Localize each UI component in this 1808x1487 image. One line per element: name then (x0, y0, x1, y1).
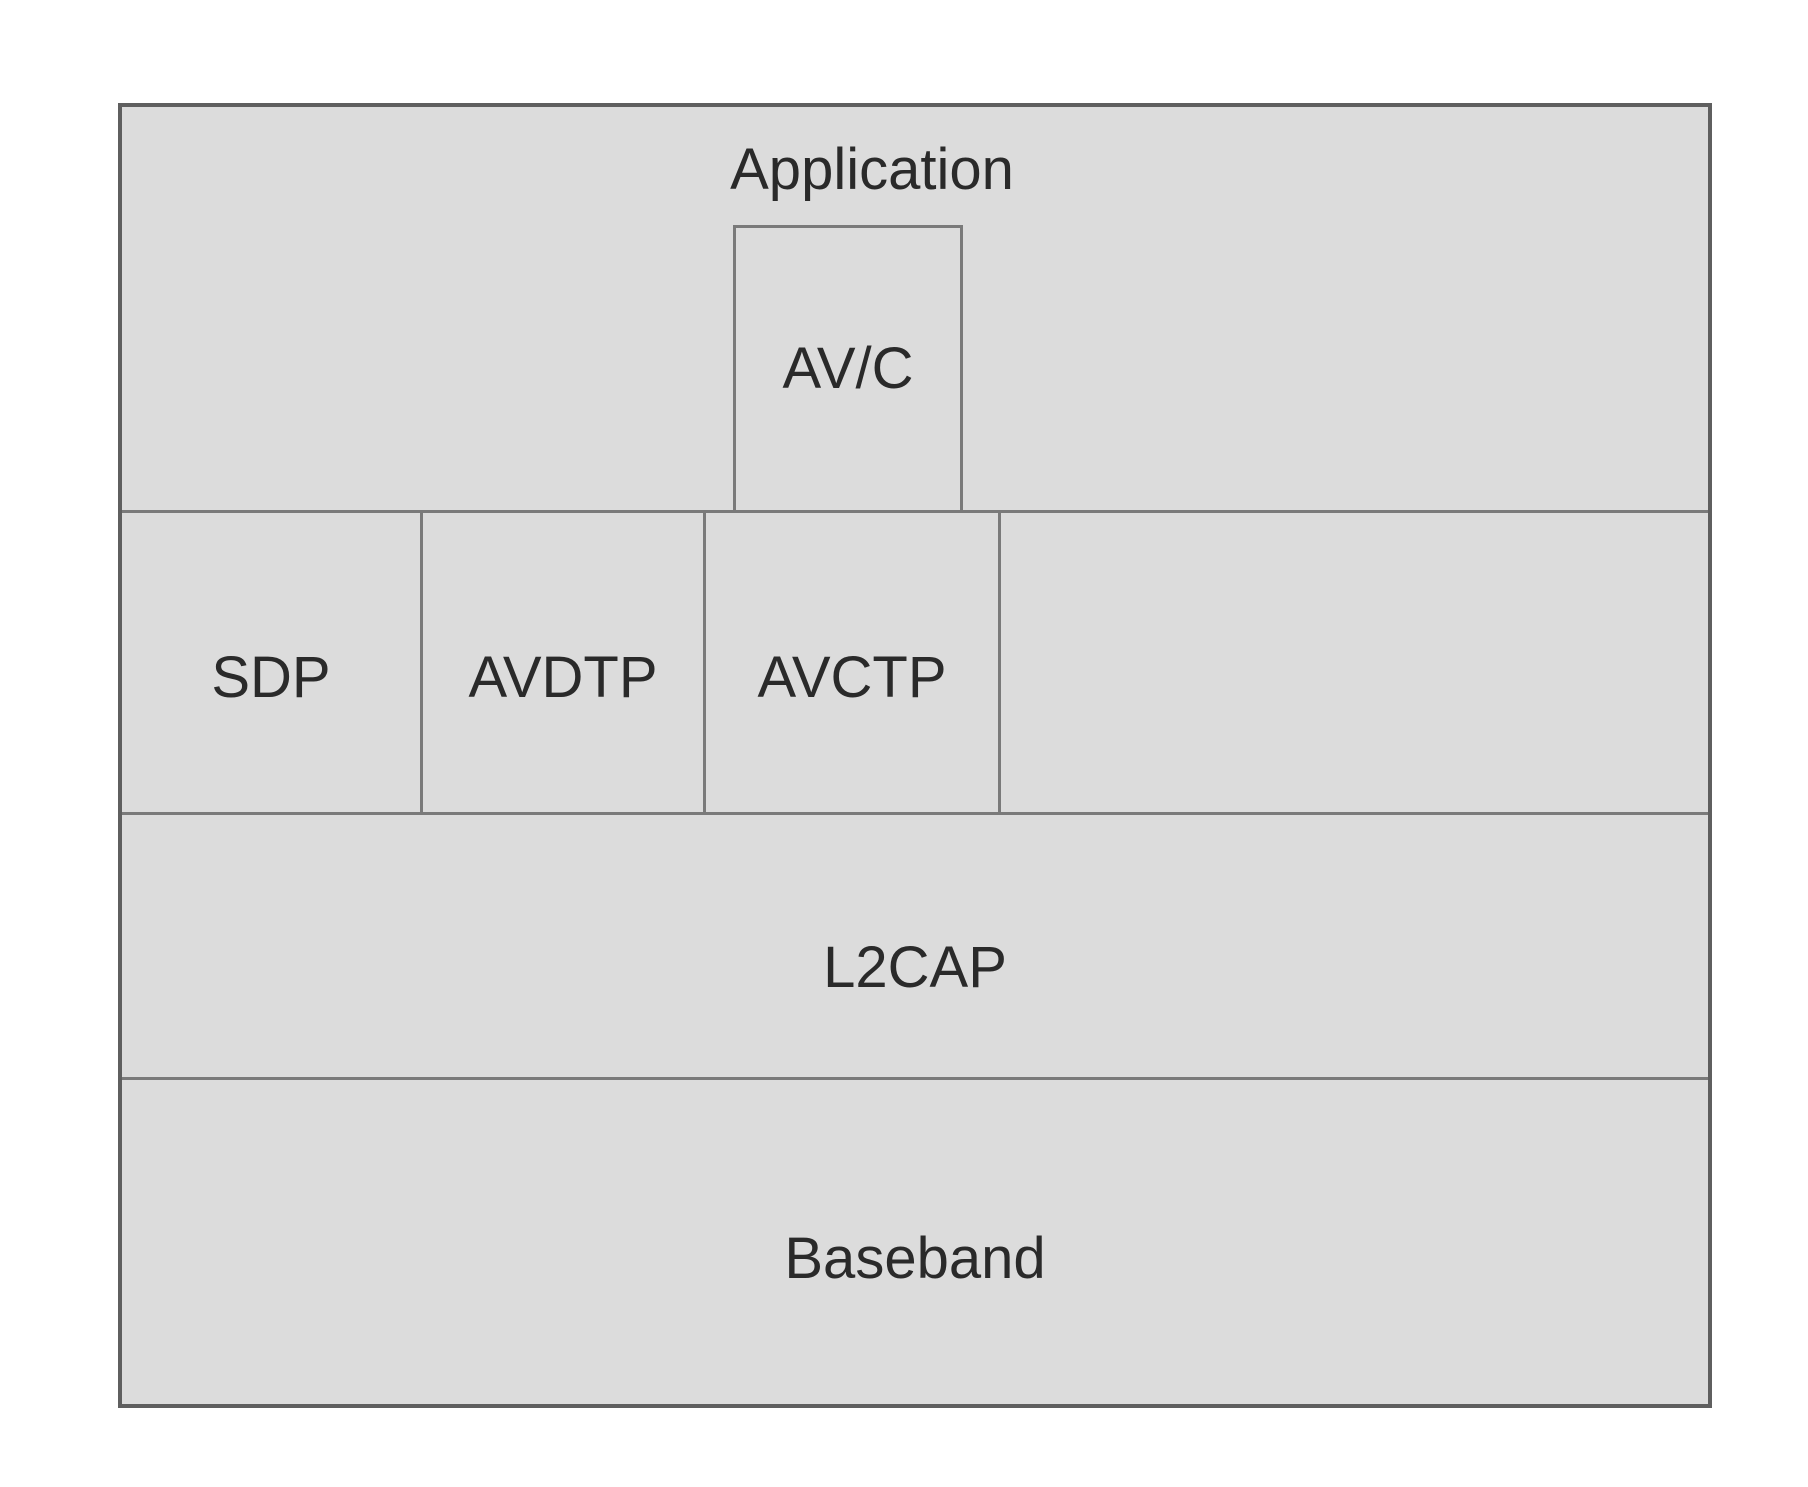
divider-middle-row-l2cap (122, 812, 1708, 815)
layer-application-label: Application (730, 137, 1014, 202)
divider-sdp-avdtp (420, 510, 423, 815)
box-baseband: Baseband (122, 1080, 1708, 1404)
layer-sdp-label: SDP (211, 645, 331, 711)
divider-l2cap-baseband (122, 1077, 1708, 1080)
layer-l2cap-label: L2CAP (823, 934, 1007, 1000)
box-avc: AV/C (733, 225, 963, 513)
layer-avdtp-label: AVDTP (468, 645, 658, 711)
layer-baseband-label: Baseband (784, 1225, 1046, 1291)
divider-avctp-right (998, 510, 1001, 815)
box-l2cap: L2CAP (122, 815, 1708, 1077)
layer-avctp-label: AVCTP (757, 645, 947, 711)
box-avdtp: AVDTP (423, 513, 703, 812)
box-avctp: AVCTP (706, 513, 998, 812)
protocol-stack-outer-box: Application AV/C SDP AVDTP AVCTP L2CAP B… (118, 103, 1712, 1408)
layer-avc-label: AV/C (782, 335, 914, 401)
box-sdp: SDP (122, 513, 420, 812)
divider-avdtp-avctp (703, 510, 706, 815)
